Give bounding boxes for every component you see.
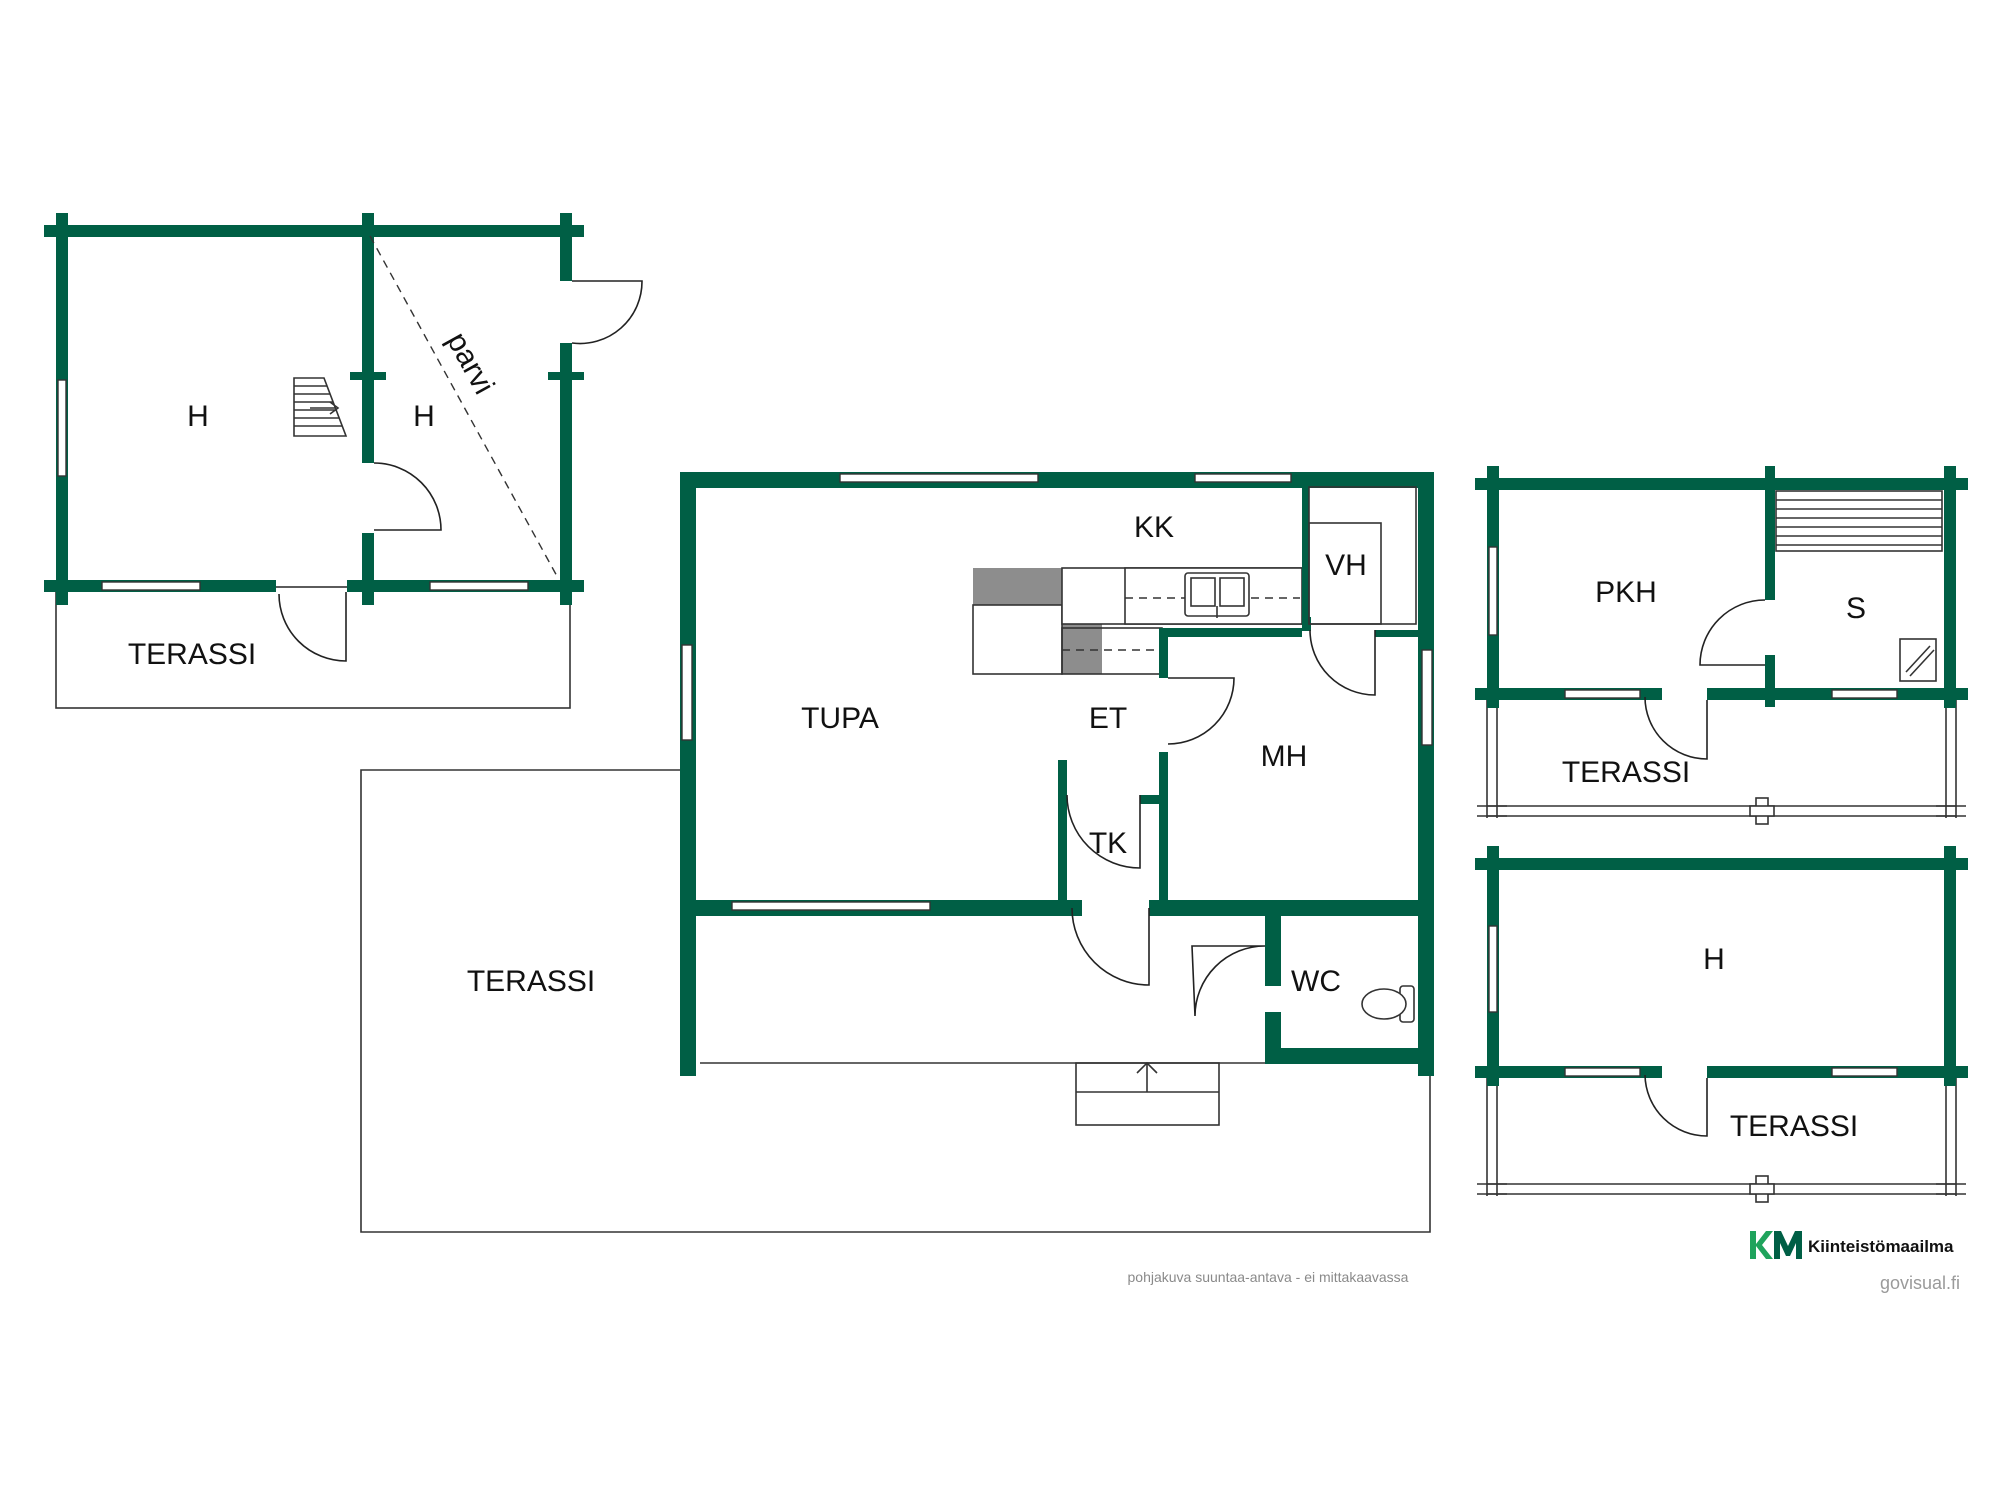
room-label-pkh: PKH: [1595, 576, 1657, 609]
door: [373, 462, 442, 531]
window: [1564, 1067, 1641, 1077]
room-label-wc: WC: [1291, 965, 1341, 998]
room-label-tk: TK: [1089, 827, 1127, 860]
room-label-terrace: TERASSI: [1730, 1110, 1858, 1143]
entry-steps: [1075, 1061, 1220, 1126]
window: [1831, 1067, 1898, 1077]
toilet-icon: [1361, 985, 1415, 1023]
km-logo-icon: [1750, 1231, 1802, 1259]
room-label-terrace: TERASSI: [128, 638, 256, 671]
building-c: PKH S TERASSI: [1475, 466, 1968, 825]
door-tk: [1066, 794, 1141, 869]
building-b: KK VH TUPA ET MH TK WC TERASSI: [360, 472, 1434, 1233]
room-label-mh: MH: [1261, 740, 1308, 773]
window: [57, 379, 67, 477]
room-label-terrace: TERASSI: [1562, 756, 1690, 789]
door-mh: [1167, 677, 1235, 745]
door-h: [1644, 1074, 1708, 1137]
room-label-h: H: [413, 400, 435, 433]
sauna-bench: [1775, 490, 1943, 552]
building-a: H H parvi TERASSI: [44, 213, 643, 709]
terrace-d-rails: [1477, 1074, 1966, 1203]
window: [1421, 649, 1433, 746]
window: [1194, 473, 1292, 483]
room-label-et: ET: [1089, 702, 1127, 735]
exterior-door: [571, 280, 643, 345]
credit-text: govisual.fi: [1880, 1273, 1960, 1293]
door-pkh: [1644, 696, 1708, 760]
window: [1564, 689, 1641, 699]
room-label-terrace: TERASSI: [467, 965, 595, 998]
window: [681, 644, 693, 741]
door-sauna: [1699, 599, 1766, 666]
room-label-tupa: TUPA: [801, 702, 879, 735]
main-terrace-outline: [360, 769, 1431, 1233]
window: [1488, 546, 1498, 636]
terrace-c-rails: [1477, 695, 1966, 825]
kitchen-counter: [972, 567, 1303, 675]
stair-icon: [293, 377, 348, 437]
room-label-h: H: [187, 400, 209, 433]
sink-icon: [1184, 572, 1250, 618]
building-d: H TERASSI: [1475, 846, 1968, 1203]
loft-edge-line: [369, 235, 559, 579]
vh-closet: [1308, 522, 1382, 625]
window: [429, 581, 529, 591]
room-label-s: S: [1846, 592, 1866, 625]
entrance-door: [1071, 907, 1150, 986]
door-wc: [1191, 945, 1266, 1017]
brand-name: Kiinteistömaailma: [1808, 1237, 1954, 1256]
terrace-a-outline: [55, 586, 571, 709]
window: [839, 473, 1039, 483]
room-label-kk: KK: [1134, 511, 1174, 544]
terrace-door: [278, 592, 347, 662]
window: [731, 901, 931, 911]
door-vh: [1309, 629, 1376, 696]
room-label-h: H: [1703, 943, 1725, 976]
room-label-vh: VH: [1325, 549, 1367, 582]
window: [1831, 689, 1898, 699]
loft-label: parvi: [440, 327, 500, 400]
disclaimer-text: pohjakuva suuntaa-antava - ei mittakaava…: [1128, 1269, 1409, 1285]
brand-logo: Kiinteistömaailma: [1750, 1231, 1954, 1259]
window: [101, 581, 201, 591]
window: [1488, 925, 1498, 1013]
